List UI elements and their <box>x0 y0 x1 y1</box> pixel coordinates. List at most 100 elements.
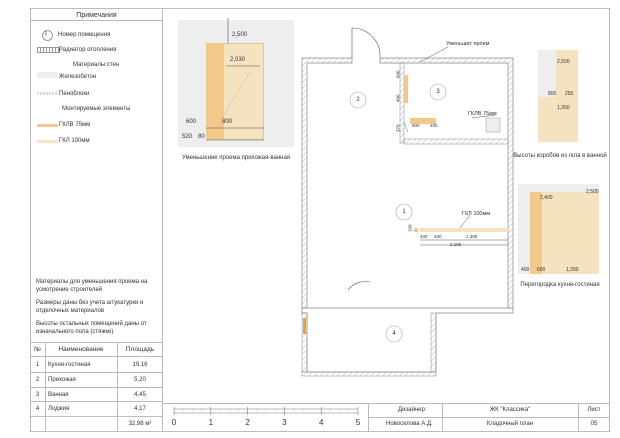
dim-label: 1,350 <box>557 105 570 111</box>
dim-label: 400 <box>420 234 428 239</box>
gkl-swatch <box>37 140 58 143</box>
dim-label: 2,500 <box>586 189 599 195</box>
dim-label: 250 <box>565 91 574 97</box>
table-cell-name: Прихожая <box>48 377 76 383</box>
note-line: Высоты остальных помещений даны от <box>36 321 147 327</box>
gklv-label: ГКЛВ 75мм <box>468 111 497 117</box>
dim-label: 2,400 <box>540 195 553 201</box>
scale-tick-label: 0 <box>171 418 177 427</box>
note-line: отделочных материалов <box>36 308 105 314</box>
partition-gklv <box>530 192 542 274</box>
room-marker-4: 4 <box>392 331 396 337</box>
table-border <box>45 342 46 432</box>
dim-label: 600 <box>186 119 197 125</box>
foam-block-swatch <box>37 92 58 95</box>
note-line: усмотрение строителей <box>36 287 103 293</box>
scale-tick-label: 3 <box>282 418 287 427</box>
room-marker-2: 2 <box>356 97 360 103</box>
gkl-label: ГКЛ 100мм <box>462 211 491 217</box>
dim-label: 2,030 <box>230 57 246 63</box>
table-border <box>30 356 163 357</box>
dim-label: 400 <box>434 234 442 239</box>
table-cell-num: 4 <box>35 406 40 412</box>
scale-tick-label: 4 <box>318 418 324 427</box>
sheet-number: 05 <box>590 421 598 427</box>
stamp-border <box>163 403 610 404</box>
table-border <box>30 416 163 417</box>
dim-label: 2,500 <box>232 32 248 38</box>
partition-gkl <box>542 192 599 274</box>
room-number-icon <box>42 30 53 41</box>
table-border <box>117 342 118 432</box>
divider <box>30 20 163 21</box>
partition-caption: Перегородка кухня-гостиная <box>520 282 600 288</box>
room-marker-1: 1 <box>402 209 406 215</box>
table-cell-area: 5,20 <box>134 377 146 383</box>
legend-wall-materials: Материалы стен <box>73 62 120 68</box>
box-gkl-low <box>538 97 578 142</box>
table-cell-name: Лоджия <box>48 406 70 412</box>
stamp-border <box>368 417 610 418</box>
scale-tick-label: 5 <box>355 418 361 427</box>
table-header-area: Площадь <box>125 346 155 353</box>
dim-label: 1,390 <box>466 234 478 239</box>
doorway-caption: Уменьшение проема прихожая-ванная <box>181 155 291 161</box>
dim-label: 2,500 <box>557 59 570 65</box>
sheet-label: Лист <box>587 407 601 413</box>
dim-label: 2,190 <box>450 242 462 247</box>
project-name: ЖК "Классика" <box>489 407 531 413</box>
legend-concrete: Железобетон <box>59 74 97 80</box>
table-border <box>30 372 163 373</box>
table-border <box>30 342 163 343</box>
dim-label: 800 <box>548 91 557 97</box>
table-total: 32,98 м² <box>128 421 152 427</box>
legend-gkl: ГКЛ 100мм <box>59 138 90 144</box>
dim-label: 600 <box>537 267 546 273</box>
concrete-swatch <box>37 72 58 78</box>
gklv-swatch <box>37 124 58 127</box>
table-cell-name: Ванная <box>48 392 69 398</box>
table-cell-num: 3 <box>35 392 40 398</box>
legend-room-number: Номер помещения <box>58 32 111 38</box>
note-line: изначального пола (стяжки) <box>36 329 114 335</box>
table-cell-num: 1 <box>35 362 40 368</box>
table-cell-area: 4,17 <box>134 406 146 412</box>
scale-tick-label: 1 <box>208 418 214 427</box>
legend-radiator: Радиатор отопления <box>59 47 117 53</box>
doorway-infill-strip <box>206 43 224 140</box>
table-cell-area: 4,45 <box>134 392 146 398</box>
dim-label: 400 <box>430 123 438 128</box>
legend-badge: 1 <box>44 31 48 37</box>
dim-label: 80 <box>198 134 205 140</box>
table-header-name: Наименование <box>58 346 104 353</box>
legend-foam-block: Пеноблоки <box>59 91 90 97</box>
dim-label: 400 <box>521 267 530 273</box>
dim-label: 1,390 <box>566 267 579 273</box>
designer-label: Дизайнер: <box>398 407 427 413</box>
designer-name: Новоселова А.Д. <box>386 421 433 427</box>
boxes-caption: Высоты коробов из гкла в ванной <box>513 153 607 159</box>
table-cell-num: 2 <box>35 377 40 383</box>
scale-tick-label: 2 <box>245 418 250 427</box>
sheet-title: Кладочный план <box>486 421 534 427</box>
room-marker-3: 3 <box>436 89 440 95</box>
legend-panel <box>30 8 163 432</box>
drawing-frame <box>30 8 610 432</box>
legend-mounted: Монтируемые элементы <box>62 106 131 112</box>
table-border <box>30 387 163 388</box>
note-line: Размеры даны без учета штукатурки и <box>36 300 144 306</box>
table-cell-area: 19,16 <box>132 362 148 368</box>
dim-label: 800 <box>222 119 233 125</box>
reduced-opening-label: Уменьшит проем <box>446 41 490 47</box>
table-border <box>30 401 163 402</box>
dim-label: 520 <box>182 134 193 140</box>
dim-label: 600 <box>412 123 420 128</box>
note-line: Материалы для уменьшения проема на <box>36 279 148 285</box>
legend-title: Примечания <box>76 12 117 19</box>
legend-gklv: ГКЛВ 75мм <box>59 122 91 128</box>
table-cell-name: Кухня-гостиная <box>48 362 91 368</box>
radiator-icon <box>37 47 60 53</box>
